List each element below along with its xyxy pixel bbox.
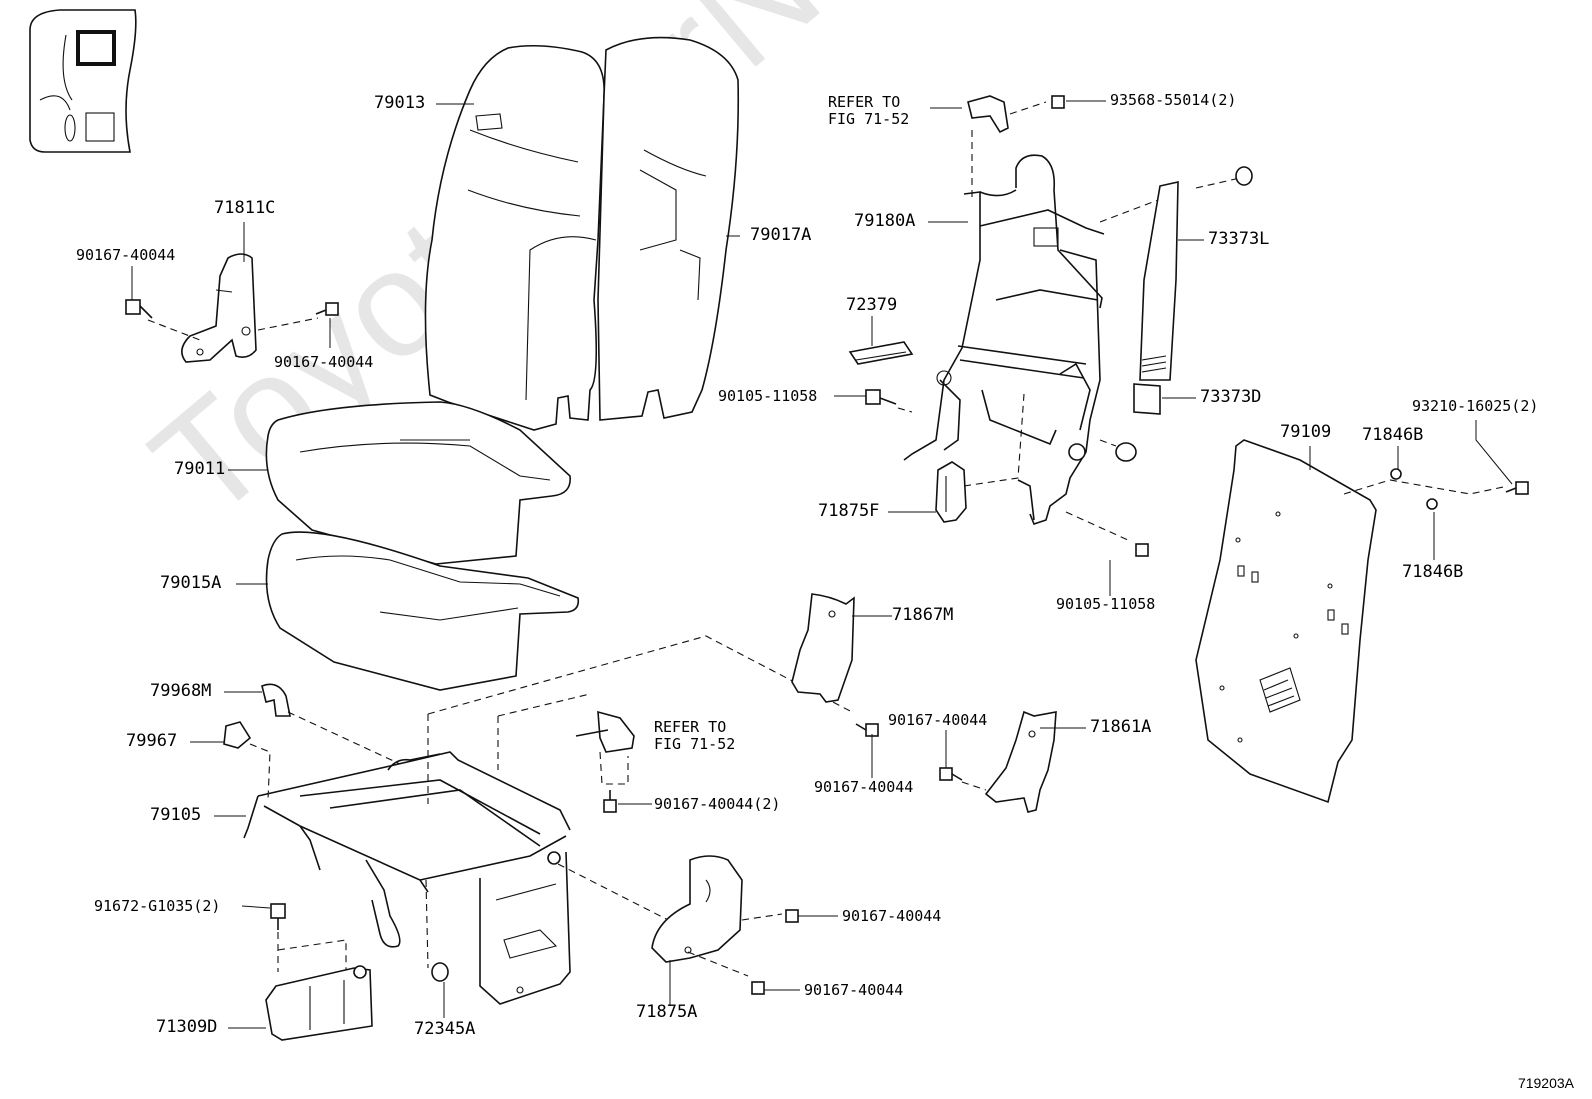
label-90167-a: 90167-40044 <box>76 246 176 264</box>
strip-73373L <box>1139 180 1179 381</box>
label-79013: 79013 <box>374 93 426 113</box>
label-71875F: 71875F <box>818 501 880 521</box>
bracket-71875F <box>935 461 967 523</box>
leader-lines <box>131 100 1513 1029</box>
bolt-90167-a <box>125 299 153 319</box>
label-90105-a: 90105-11058 <box>718 387 818 405</box>
label-79015A: 79015A <box>160 573 222 593</box>
plate-73373D <box>1133 383 1161 415</box>
knob <box>1115 442 1137 462</box>
bolt-90167-f <box>939 767 963 781</box>
cover-71867M <box>791 593 855 703</box>
label-71875A: 71875A <box>636 1002 698 1022</box>
label-71846B-b: 71846B <box>1402 562 1464 582</box>
label-73373D: 73373D <box>1200 387 1262 407</box>
label-90167-b: 90167-40044 <box>274 353 374 371</box>
seat-frame-79105 <box>243 751 571 1005</box>
label-72345A: 72345A <box>414 1019 476 1039</box>
cap-72345A <box>431 962 449 982</box>
label-90167-c: 90167-40044 <box>842 907 942 925</box>
locator-thumbnail <box>29 9 137 153</box>
bracket-refer-mid <box>575 710 635 753</box>
pad-72379 <box>848 341 914 365</box>
label-71846B-a: 71846B <box>1362 425 1424 445</box>
label-71861A: 71861A <box>1090 717 1152 737</box>
bolt-90167-2 <box>603 790 617 813</box>
clip-71846B-a <box>1390 468 1402 480</box>
seat-back-79013 <box>424 44 605 431</box>
label-90167-e: 90167-40044 <box>814 778 914 796</box>
bolt-93210 <box>1505 481 1529 495</box>
clip-71846B-b <box>1426 498 1438 510</box>
bolt-90167-b <box>315 302 339 316</box>
bolt-91672 <box>270 903 286 930</box>
label-79017A: 79017A <box>750 225 812 245</box>
refer-note-top: REFER TO FIG 71-52 <box>828 93 910 128</box>
label-90167-2: 90167-40044(2) <box>654 795 781 813</box>
bolt-90167-c <box>785 909 799 923</box>
label-79105: 79105 <box>150 805 202 825</box>
label-93210: 93210-16025(2) <box>1412 397 1539 415</box>
label-79967: 79967 <box>126 731 178 751</box>
label-79968M: 79968M <box>150 681 212 701</box>
cover-71861A <box>984 710 1057 813</box>
label-71867M: 71867M <box>892 605 954 625</box>
figure-code: 719203A <box>1517 1075 1574 1091</box>
label-91672: 91672-G1035(2) <box>94 897 221 915</box>
label-72379: 72379 <box>846 295 898 315</box>
label-93568: 93568-55014(2) <box>1110 91 1237 109</box>
label-79180A: 79180A <box>854 211 916 231</box>
seat-cushion-79011 <box>265 401 571 565</box>
bolt-90167-e <box>855 723 879 737</box>
bolt-90105-a <box>865 389 897 405</box>
bolt-90105-b <box>1135 543 1149 557</box>
back-board-79109 <box>1195 439 1377 804</box>
bracket-71811C <box>181 253 257 363</box>
bracket-71309D <box>265 965 373 1041</box>
label-90167-f: 90167-40044 <box>888 711 988 729</box>
cap-93568 <box>967 95 1009 134</box>
label-90167-d: 90167-40044 <box>804 981 904 999</box>
bolt-90167-d <box>751 981 765 995</box>
label-79011: 79011 <box>174 459 226 479</box>
refer-note-mid: REFER TO FIG 71-52 <box>654 718 736 753</box>
seat-cushion-79015A <box>265 531 580 691</box>
bolt-93568 <box>1051 95 1065 109</box>
label-71309D: 71309D <box>156 1017 218 1037</box>
clip-79968M <box>261 683 291 717</box>
back-frame-79180A <box>903 154 1105 525</box>
clip-79967 <box>223 721 252 749</box>
cover-71875A <box>651 855 743 963</box>
label-73373L: 73373L <box>1208 229 1270 249</box>
label-71811C: 71811C <box>214 198 276 218</box>
label-90105-b: 90105-11058 <box>1056 595 1156 613</box>
seat-back-79017A <box>597 36 740 421</box>
label-79109: 79109 <box>1280 422 1332 442</box>
